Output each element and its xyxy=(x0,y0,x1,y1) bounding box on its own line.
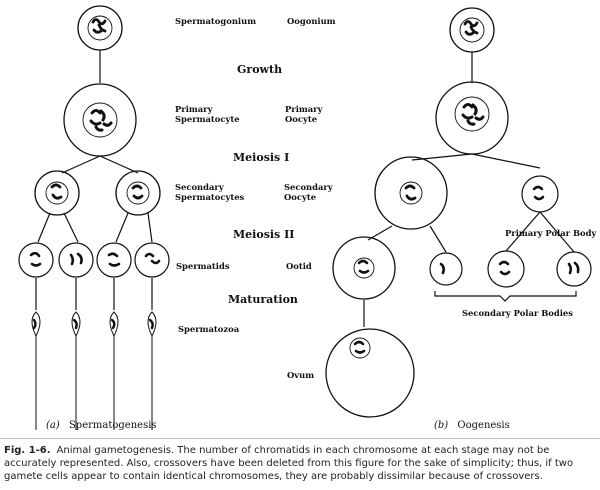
subfigure-a-title: (a) Spermatogenesis xyxy=(46,420,157,431)
caption-divider xyxy=(0,438,600,439)
stage-growth: Growth xyxy=(237,63,283,76)
secondary-polar-body-cell xyxy=(487,250,525,288)
connector-line xyxy=(99,155,139,174)
subfigure-a-letter: (a) xyxy=(46,420,60,431)
connector-line xyxy=(147,212,153,243)
label-spermatogonium: Spermatogonium xyxy=(175,16,257,26)
primary-oocyte-cell xyxy=(435,81,509,155)
secondary-spermatocyte-cell xyxy=(115,170,161,216)
label-secondary-spermatocytes: Secondary Spermatocytes xyxy=(175,182,244,202)
figure-caption: Fig. 1-6.Animal gametogenesis. The numbe… xyxy=(4,444,596,483)
stage-meiosis-2: Meiosis II xyxy=(233,228,295,241)
label-secondary-polar-bodies: Secondary Polar Bodies xyxy=(462,308,573,318)
stage-maturation: Maturation xyxy=(228,293,298,306)
oogonium-cell xyxy=(449,7,495,53)
label-line: Primary xyxy=(285,104,323,114)
ootid-cell xyxy=(332,236,396,300)
label-ootid: Ootid xyxy=(286,261,312,271)
connector-line xyxy=(429,225,447,253)
connector-line xyxy=(115,212,129,243)
ovum-cell xyxy=(325,328,415,418)
subfigure-b-title: (b) Oogenesis xyxy=(434,420,510,431)
caption-text: Animal gametogenesis. The number of chro… xyxy=(4,445,574,482)
label-secondary-oocyte: Secondary Oocyte xyxy=(284,182,333,202)
gametogenesis-diagram xyxy=(18,5,592,430)
label-primary-polar-body: Primary Polar Body xyxy=(505,228,597,238)
label-spermatids: Spermatids xyxy=(176,261,230,271)
secondary-spermatocyte-cell xyxy=(34,170,80,216)
subfigure-b-letter: (b) xyxy=(434,420,449,431)
label-primary-spermatocyte: Primary Spermatocyte xyxy=(175,104,240,124)
label-line: Primary xyxy=(175,104,213,114)
label-line: Oocyte xyxy=(285,114,318,124)
label-spermatozoa: Spermatozoa xyxy=(178,324,240,334)
label-ovum: Ovum xyxy=(287,370,315,380)
subfigure-a-text: Spermatogenesis xyxy=(68,420,157,431)
connector-line xyxy=(63,212,79,243)
spermatid-cell xyxy=(134,242,170,278)
connector-line xyxy=(61,155,101,174)
spermatozoon xyxy=(109,311,119,430)
primary-spermatocyte-cell xyxy=(63,83,137,157)
secondary-oocyte-cell xyxy=(374,156,448,230)
connector-line xyxy=(471,153,541,169)
label-line: Spermatocytes xyxy=(175,192,245,202)
spermatozoon xyxy=(71,311,81,430)
spermatozoon xyxy=(31,311,41,430)
connector-line xyxy=(37,212,51,243)
subfigure-b-text: Oogenesis xyxy=(457,420,510,431)
figure-label: Fig. 1-6. xyxy=(4,445,51,456)
connector-line xyxy=(539,211,575,253)
spermatid-cell xyxy=(96,242,132,278)
primary-polar-body-cell xyxy=(521,175,559,213)
polar-bodies-bracket xyxy=(434,291,577,302)
label-primary-oocyte: Primary Oocyte xyxy=(285,104,322,124)
connector-line xyxy=(411,153,473,161)
connector-line xyxy=(505,211,541,252)
spermatogonium-cell xyxy=(77,5,123,51)
secondary-polar-body-cell xyxy=(429,252,463,286)
label-line: Secondary xyxy=(175,182,224,192)
label-line: Oocyte xyxy=(284,192,317,202)
label-line: Spermatocyte xyxy=(175,114,240,124)
stage-meiosis-1: Meiosis I xyxy=(233,151,290,164)
spermatid-cell xyxy=(18,242,54,278)
secondary-polar-body-cell xyxy=(556,251,592,287)
label-line: Secondary xyxy=(284,182,333,192)
spermatozoon xyxy=(147,311,157,430)
spermatid-cell xyxy=(58,242,94,278)
label-oogonium: Oogonium xyxy=(287,16,336,26)
